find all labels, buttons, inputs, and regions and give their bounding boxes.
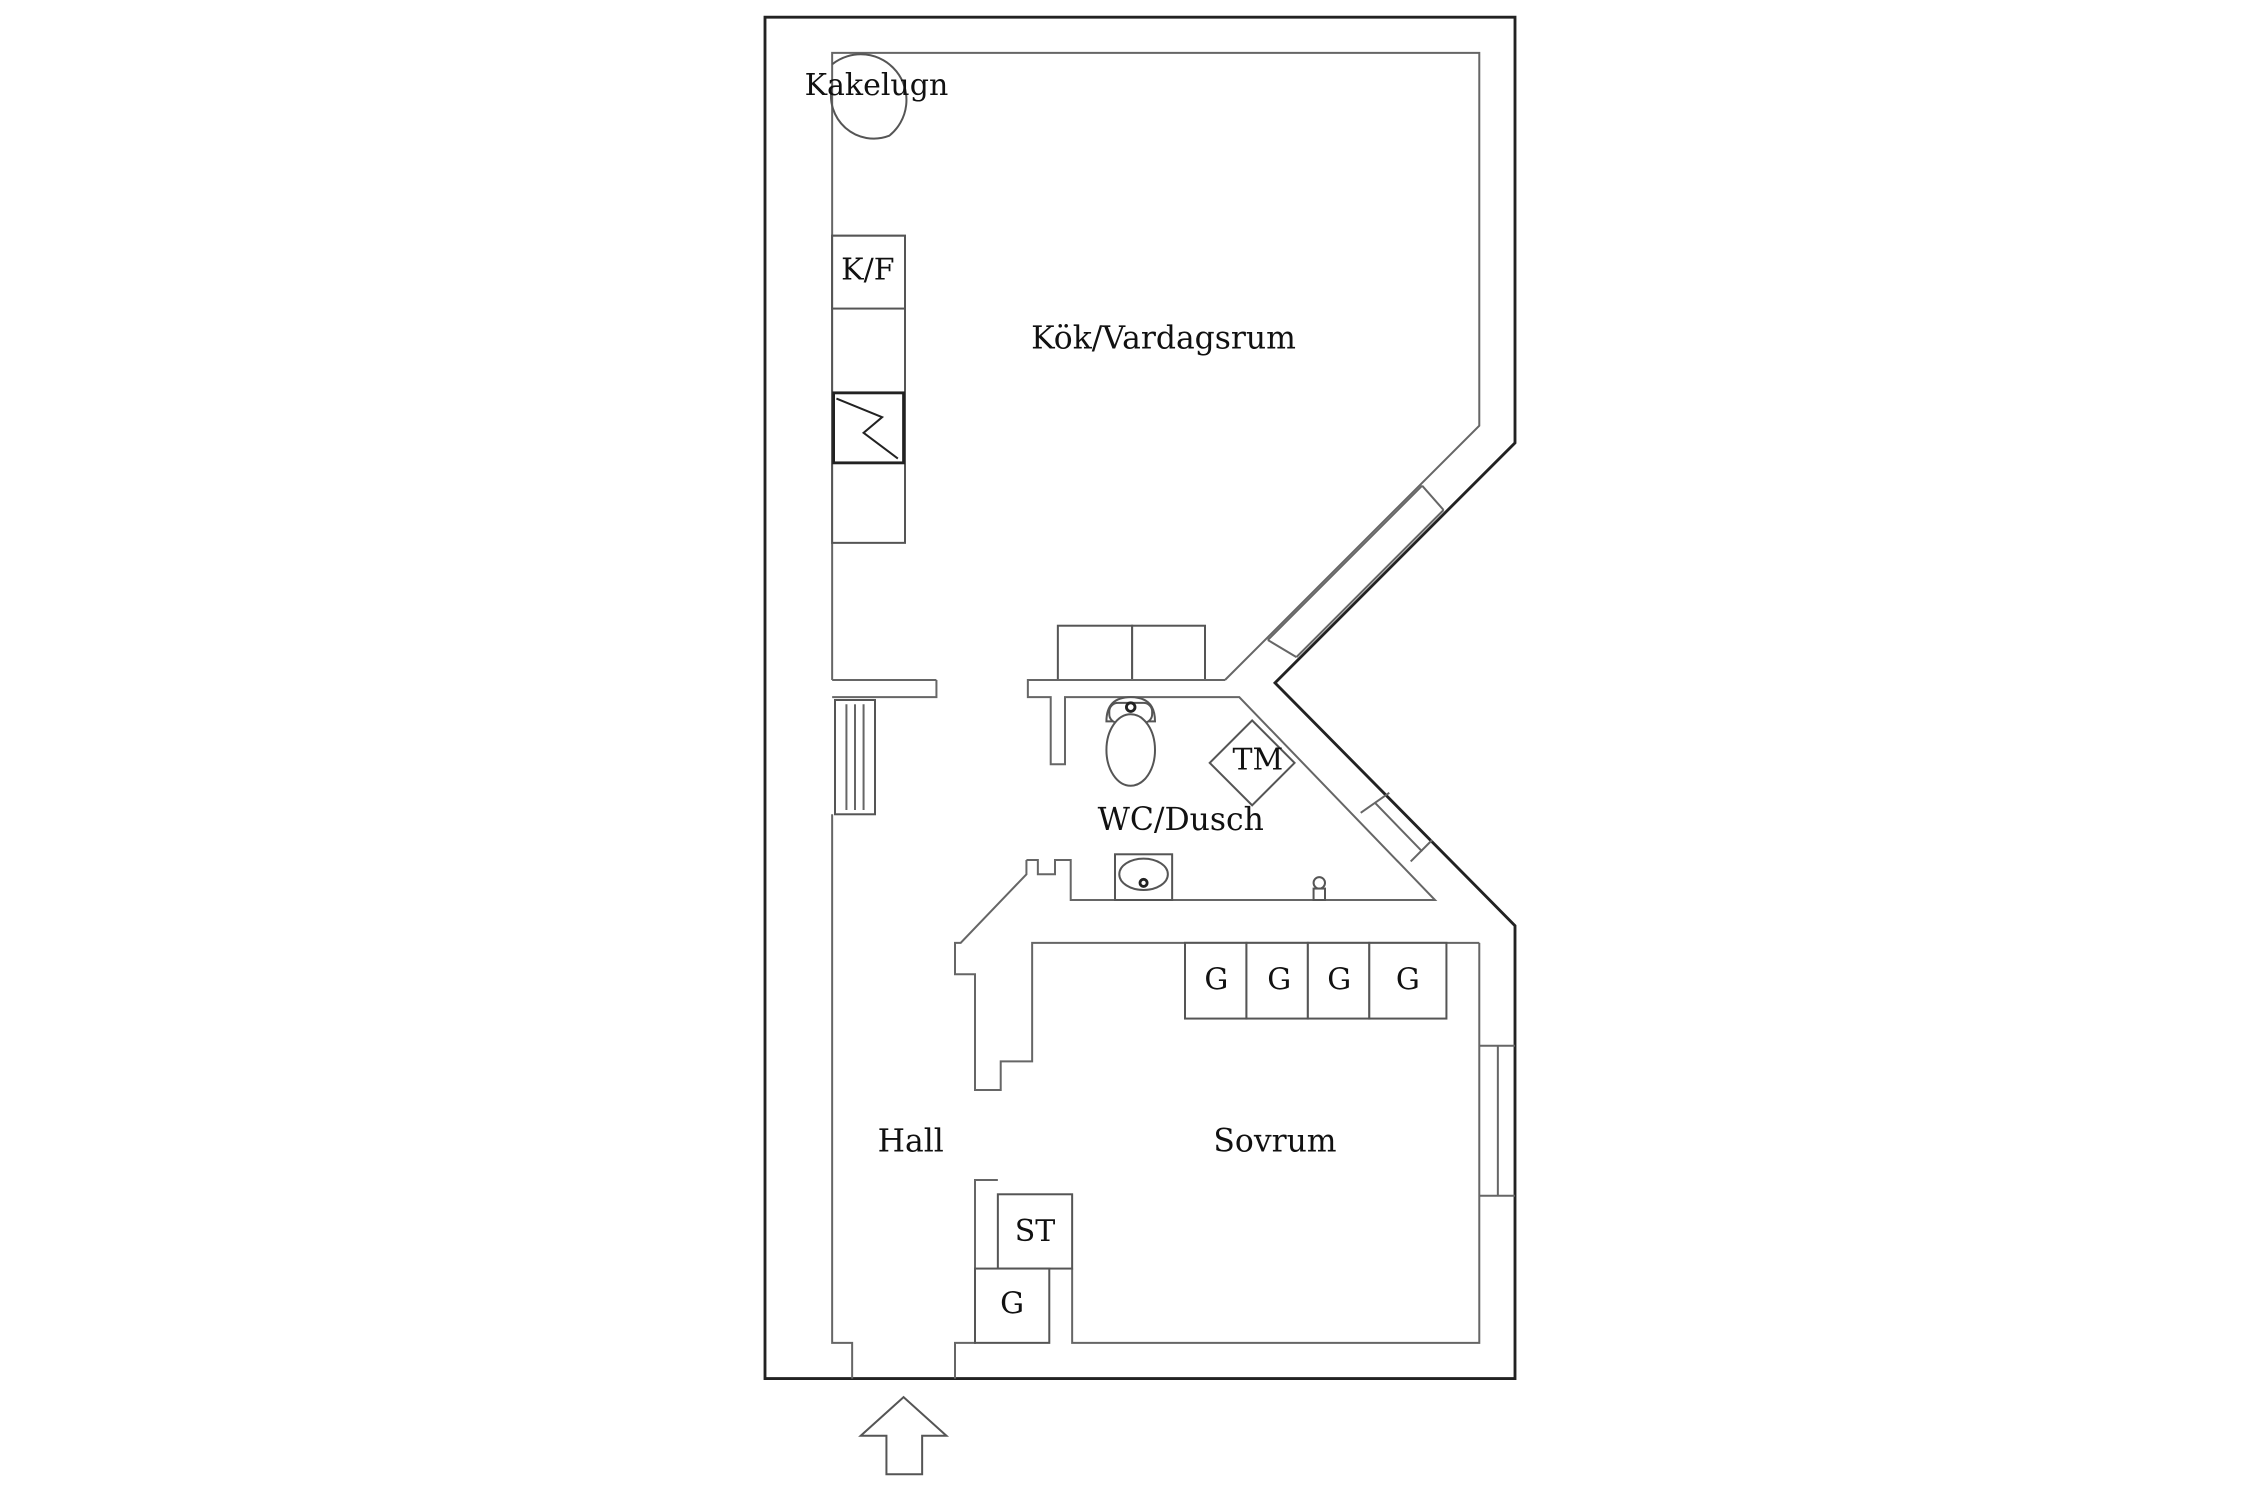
hall-bath-wall	[954, 860, 1480, 1091]
storage	[996, 1193, 1074, 1270]
hall-wardrobe	[974, 1267, 1051, 1344]
fridge-freezer-label: K/F	[841, 252, 894, 287]
wardrobe-4-label: G	[1396, 962, 1420, 997]
window-upper-jamb-2	[1421, 485, 1445, 511]
kitchen-bench-left	[1056, 624, 1134, 681]
wardrobe-3-label: G	[1327, 962, 1351, 997]
kitchen-inner-wall	[831, 51, 1481, 681]
hall-wardrobe-label: G	[1000, 1287, 1024, 1322]
wardrobe-2	[1245, 941, 1309, 1020]
hall-label: Hall	[878, 1123, 944, 1159]
window-lower-line-3	[1374, 802, 1423, 853]
kitchen-living-label: Kök/Vardagsrum	[1031, 321, 1296, 357]
storage-label: ST	[1015, 1214, 1056, 1249]
window-upper-jamb-1	[1267, 639, 1297, 659]
toilet-flush	[1125, 701, 1137, 713]
tiled-stove	[829, 53, 908, 140]
outer-wall	[763, 15, 1517, 1380]
toilet-bowl	[1105, 713, 1156, 787]
sink-basin	[1118, 857, 1169, 891]
stove-zigzag	[836, 397, 899, 460]
wardrobe-4	[1368, 941, 1448, 1020]
fridge-freezer	[831, 234, 907, 310]
kitchen-partition-left-end	[832, 680, 938, 699]
sink-drain	[1138, 877, 1149, 888]
arrow-up-icon	[858, 1395, 950, 1476]
wc-shower-label: WC/Dusch	[1098, 802, 1264, 838]
hall-left-wall	[831, 814, 854, 1379]
kitchen-bench-right	[1131, 624, 1206, 681]
shower-head-icon	[1312, 876, 1327, 901]
washing-machine-label: TM	[1232, 742, 1283, 777]
wardrobe-1	[1184, 941, 1248, 1020]
bedroom-label: Sovrum	[1213, 1123, 1336, 1159]
window-upper-line-2	[1295, 509, 1445, 658]
wardrobe-1-label: G	[1204, 962, 1228, 997]
wc-wall	[1026, 679, 1438, 902]
tiled-stove-label: Kakelugn	[805, 68, 949, 103]
wardrobe-2-label: G	[1267, 962, 1291, 997]
washing-machine	[1208, 719, 1296, 807]
window-upper-line	[1267, 485, 1423, 641]
electric-stove-icon	[832, 391, 906, 465]
bedroom-wall	[1071, 942, 1481, 1344]
